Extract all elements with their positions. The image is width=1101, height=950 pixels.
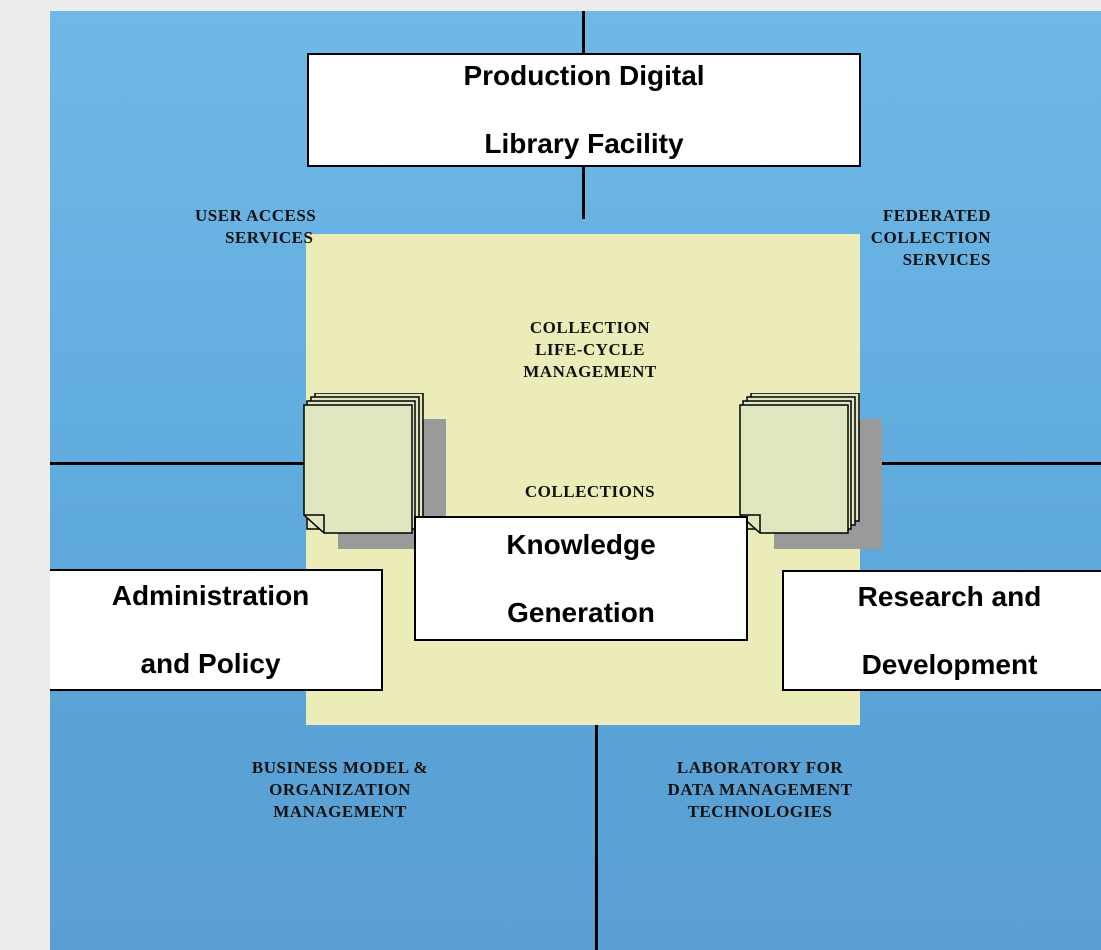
vertical-divider-bottom: [595, 725, 598, 950]
box-text: Knowledge Generation: [506, 494, 655, 664]
federated-collection-services-label: FEDERATED COLLECTION SERVICES: [871, 205, 991, 271]
box-line: Generation: [507, 596, 655, 628]
box-line: Administration: [111, 580, 310, 611]
box-text: Research and Development: [858, 546, 1042, 716]
label-line: SERVICES: [902, 250, 991, 269]
label-line: DATA MANAGEMENT: [667, 780, 853, 799]
label-line: SERVICES: [225, 228, 314, 247]
box-line: Production Digital: [463, 60, 705, 91]
document-stack-icon: [302, 393, 452, 553]
label-line: TECHNOLOGIES: [687, 802, 833, 821]
label-line: MANAGEMENT: [523, 362, 657, 381]
collection-lifecycle-management-label: COLLECTION LIFE-CYCLE MANAGEMENT: [460, 317, 720, 383]
label-line: ORGANIZATION: [269, 780, 411, 799]
label-line: COLLECTIONS: [524, 482, 656, 501]
horizontal-divider-right: [860, 462, 1101, 465]
label-line: LIFE-CYCLE: [535, 340, 645, 359]
box-line: Development: [861, 648, 1038, 680]
administration-policy-box: Administration and Policy: [50, 569, 383, 691]
label-line: LABORATORY FOR: [676, 758, 844, 777]
horizontal-divider-left: [50, 462, 306, 465]
label-line: BUSINESS MODEL &: [251, 758, 429, 777]
label-line: COLLECTION: [529, 318, 651, 337]
label-line: FEDERATED: [882, 206, 991, 225]
label-line: USER ACCESS: [195, 206, 317, 225]
box-line: Library Facility: [484, 128, 684, 159]
box-line: Knowledge: [506, 528, 656, 560]
box-line: and Policy: [140, 648, 281, 679]
business-model-label: BUSINESS MODEL & ORGANIZATION MANAGEMENT: [210, 757, 470, 823]
research-development-box: Research and Development: [782, 570, 1101, 691]
laboratory-label: LABORATORY FOR DATA MANAGEMENT TECHNOLOG…: [610, 757, 910, 823]
collections-label: COLLECTIONS: [470, 481, 710, 503]
production-digital-library-box: Production Digital Library Facility: [307, 53, 861, 167]
box-text: Administration and Policy: [112, 545, 310, 715]
document-stack-icon: [738, 393, 888, 553]
diagram-canvas: USER ACCESS SERVICES FEDERATED COLLECTIO…: [50, 11, 1101, 950]
user-access-services-label: USER ACCESS SERVICES: [195, 205, 316, 249]
knowledge-generation-box: Knowledge Generation: [414, 516, 748, 641]
box-line: Research and: [857, 580, 1042, 612]
box-text: Production Digital Library Facility: [463, 25, 704, 195]
label-line: COLLECTION: [870, 228, 991, 247]
label-line: MANAGEMENT: [273, 802, 407, 821]
